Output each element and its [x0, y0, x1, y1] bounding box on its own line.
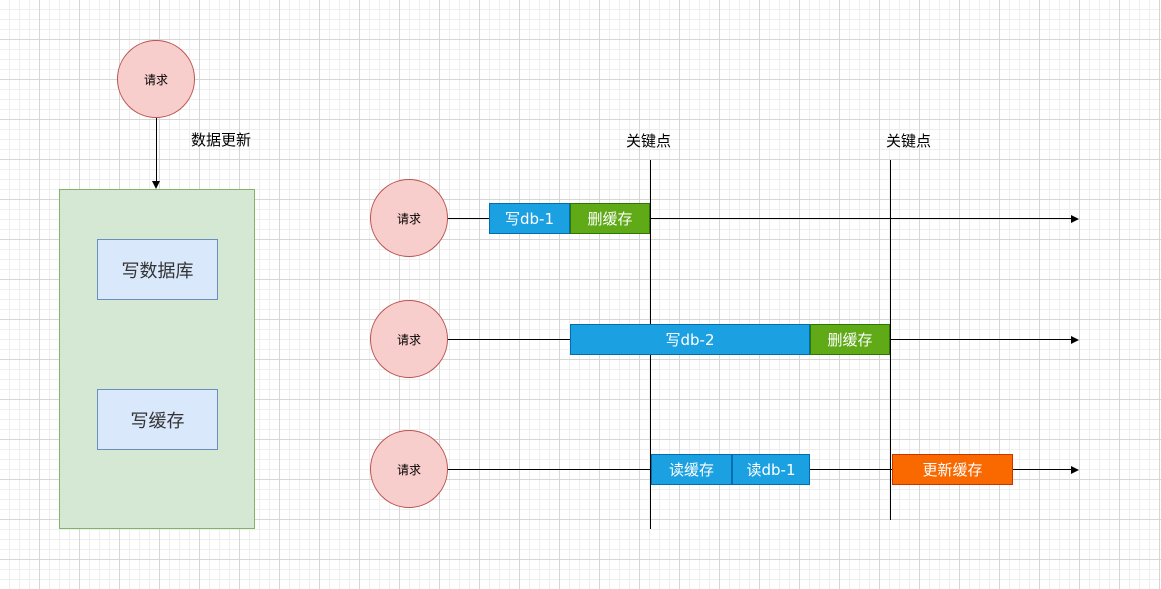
segment-write-db-1[interactable]: 写db-1 [489, 203, 570, 234]
segment-read-cache[interactable]: 读缓存 [651, 454, 732, 485]
timeline-row-1 [448, 218, 1072, 219]
request-node-left[interactable]: 请求 [117, 40, 195, 118]
request-node-row-2[interactable]: 请求 [370, 300, 448, 378]
request-label: 请求 [396, 332, 421, 347]
request-label: 请求 [396, 462, 421, 477]
request-node-row-1[interactable]: 请求 [370, 179, 448, 257]
update-panel[interactable]: 写数据库 写缓存 [59, 189, 255, 529]
request-label: 请求 [396, 211, 421, 226]
segment-delete-cache-row-1[interactable]: 删缓存 [570, 203, 650, 234]
keypoint-label-2: 关键点 [886, 132, 932, 150]
keypoint-label-1: 关键点 [626, 132, 672, 150]
write-db-box[interactable]: 写数据库 [97, 239, 218, 300]
update-arrow-line [156, 118, 157, 182]
segment-update-cache[interactable]: 更新缓存 [892, 454, 1013, 485]
timeline-arrow-row-2 [1071, 336, 1079, 344]
data-update-label: 数据更新 [191, 131, 252, 149]
timeline-arrow-row-3 [1071, 466, 1079, 474]
request-label: 请求 [143, 72, 168, 87]
timeline-arrow-row-1 [1071, 215, 1079, 223]
update-arrow-head [152, 181, 160, 189]
segment-read-db-1[interactable]: 读db-1 [732, 454, 810, 485]
segment-write-db-2[interactable]: 写db-2 [570, 324, 810, 355]
write-cache-box[interactable]: 写缓存 [97, 389, 218, 450]
request-node-row-3[interactable]: 请求 [370, 430, 448, 508]
keypoint-line-2 [890, 160, 891, 520]
segment-delete-cache-row-2[interactable]: 删缓存 [810, 324, 890, 355]
